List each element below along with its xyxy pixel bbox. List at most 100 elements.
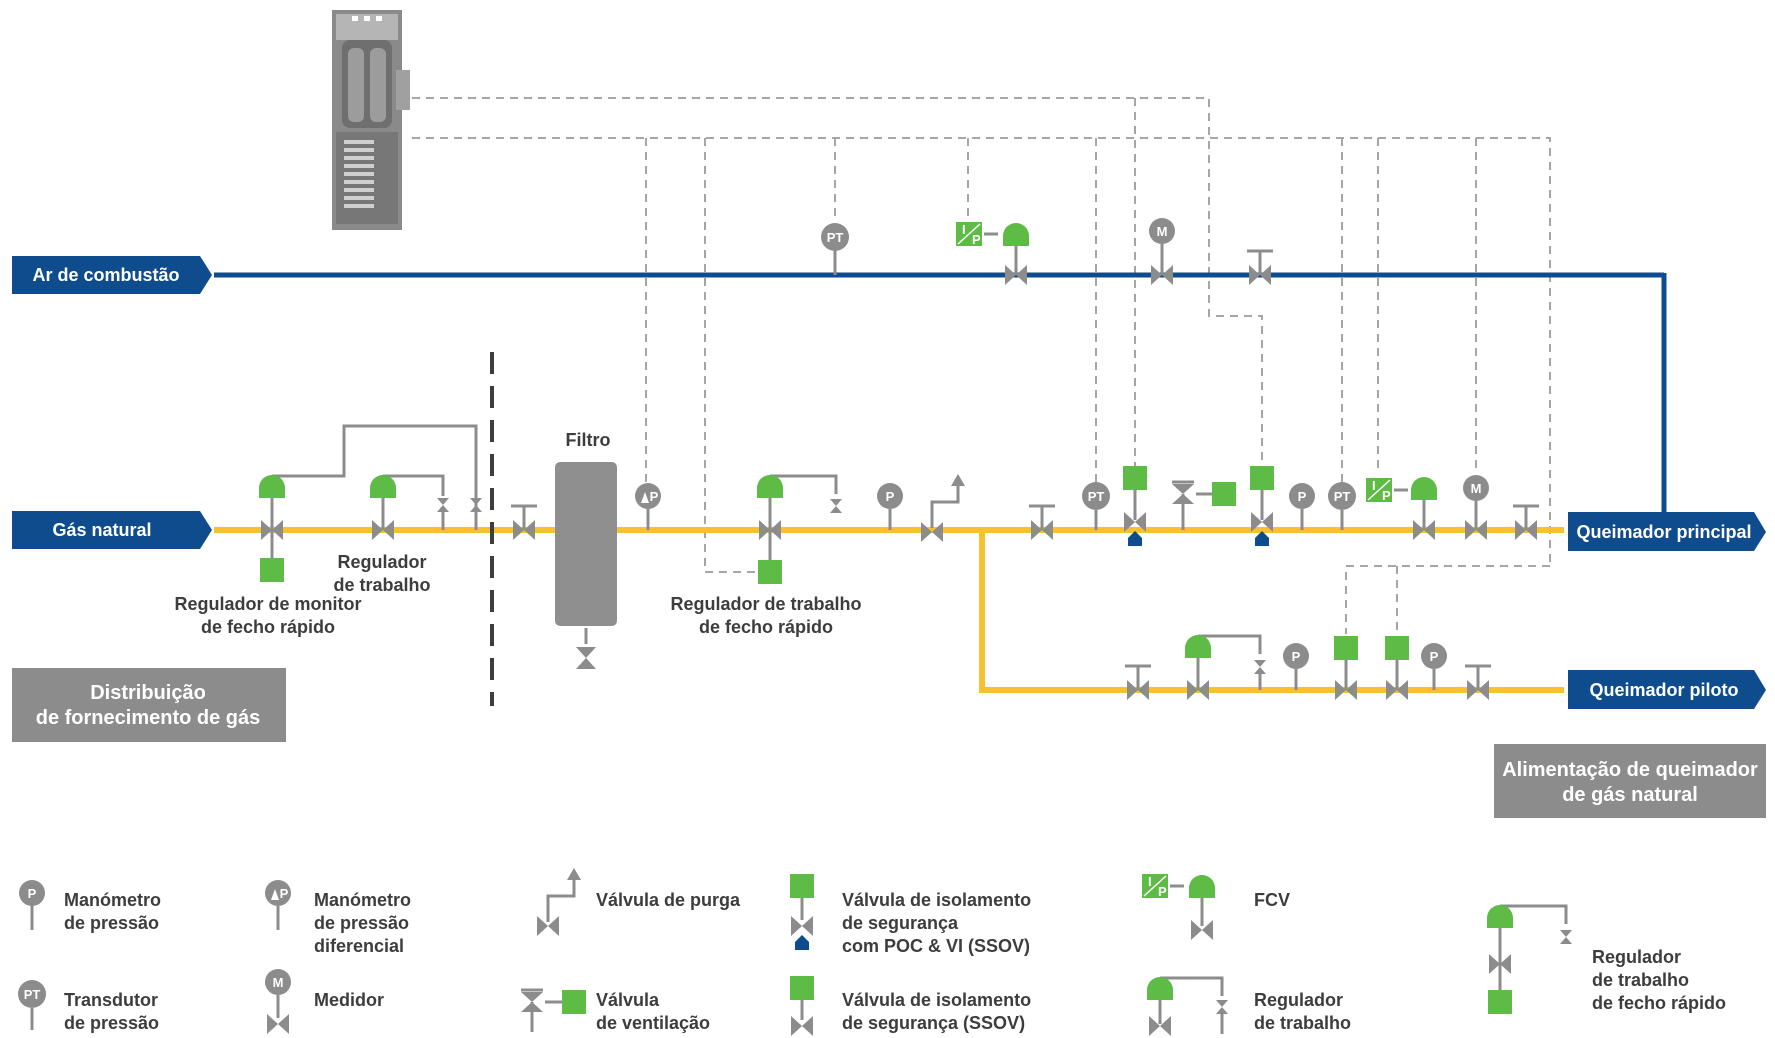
svg-text:P: P [28,886,37,901]
svg-text:Medidor: Medidor [314,990,384,1010]
work-regulator [370,474,482,540]
svg-text:de segurança (SSOV): de segurança (SSOV) [842,1013,1025,1033]
pilot-manual-valve-1 [1125,666,1151,700]
svg-text:FCV: FCV [1254,890,1290,910]
legend-meter: M Medidor [265,969,384,1034]
svg-text:M: M [1471,481,1482,496]
svg-text:PT: PT [24,987,41,1002]
svg-text:de pressão: de pressão [314,913,409,933]
legend-ssov: Válvula de isolamento de segurança (SSOV… [790,976,1031,1036]
svg-text:de pressão: de pressão [64,1013,159,1033]
svg-text:de fornecimento de gás: de fornecimento de gás [36,707,261,729]
svg-text:M: M [273,975,284,990]
main-pressure-transducer-2: PT [1328,482,1356,530]
svg-text:P: P [886,489,895,504]
pilot-burner-tag: Queimador piloto [1568,670,1766,709]
distribution-box: Distribuição de fornecimento de gás [12,668,286,742]
svg-text:PT: PT [1334,489,1351,504]
main-meter: M [1463,475,1489,540]
purge-valve [921,474,965,542]
work-regulator-label: Regulador de trabalho [333,552,430,595]
svg-text:P: P [1298,489,1307,504]
svg-text:M: M [1157,224,1168,239]
svg-text:Gás natural: Gás natural [52,520,151,540]
svg-text:I: I [962,222,966,237]
main-manual-valve [1029,506,1055,540]
svg-text:Alimentação de queimador: Alimentação de queimador [1502,759,1758,781]
svg-text:Válvula: Válvula [596,990,660,1010]
legend-pressure-transducer: PT Transdutor de pressão [18,980,159,1033]
svg-text:Regulador: Regulador [1254,990,1343,1010]
svg-text:de trabalho: de trabalho [333,575,430,595]
svg-text:diferencial: diferencial [314,936,404,956]
pilot-ssov-1 [1334,636,1358,700]
legend-ssov-poc: Válvula de isolamento de segurança com P… [790,874,1031,956]
svg-text:PT: PT [1088,489,1105,504]
main-fcv: I P [1366,477,1437,540]
legend-purge-valve: Válvula de purga [537,868,741,936]
diff-pressure-gauge: P [635,483,661,530]
filter: Filtro [548,430,617,669]
pilot-manual-valve-2 [1465,666,1491,700]
svg-text:Regulador: Regulador [337,552,426,572]
legend-fcv: I P FCV [1142,874,1290,940]
svg-text:de fecho rápido: de fecho rápido [1592,993,1726,1013]
signal-lines [412,97,1551,634]
legend-diff-pressure-gauge: P Manómetro de pressão diferencial [265,880,411,956]
svg-text:Ar de combustão: Ar de combustão [32,265,179,285]
svg-text:de trabalho: de trabalho [1254,1013,1351,1033]
pilot-pressure-gauge-2: P [1421,643,1447,690]
svg-text:P: P [280,886,289,901]
supply-box: Alimentação de queimador de gás natural [1494,744,1766,818]
work-regulator-fast-label: Regulador de trabalho de fecho rápido [670,594,861,637]
work-regulator-fast [757,474,842,584]
svg-text:Queimador piloto: Queimador piloto [1589,680,1738,700]
legend: P Manómetro de pressão P Manómetro de pr… [18,868,1726,1036]
pressure-gauge-1: P [877,483,903,530]
legend-pressure-gauge: P Manómetro de pressão [19,880,161,933]
svg-text:P: P [1292,649,1301,664]
legend-work-regulator-fast: Regulador de trabalho de fecho rápido [1487,904,1726,1014]
svg-text:de ventilação: de ventilação [596,1013,710,1033]
svg-text:de trabalho: de trabalho [1592,970,1689,990]
svg-text:I: I [1148,874,1152,889]
pilot-pressure-gauge-1: P [1283,643,1309,690]
main-outlet-manual-valve [1513,506,1539,540]
monitor-regulator-label: Regulador de monitor de fecho rápido [174,594,361,637]
pilot-ssov-2 [1385,636,1409,700]
air-line [214,272,1667,512]
controller-device [332,10,410,230]
ssov-poc-1 [1123,466,1147,546]
svg-text:Distribuição: Distribuição [90,682,206,704]
svg-text:P: P [1158,884,1167,899]
svg-text:Válvula de purga: Válvula de purga [596,890,741,910]
air-pressure-transducer: PT [821,223,849,275]
air-meter: M [1149,218,1175,285]
svg-text:de fecho rápido: de fecho rápido [699,617,833,637]
svg-text:Manómetro: Manómetro [314,890,411,910]
pressure-gauge-2: P [1289,483,1315,530]
svg-text:PT: PT [827,230,844,245]
monitor-regulator [259,424,478,582]
vent-valve [1172,480,1236,530]
svg-text:Válvula de isolamento: Válvula de isolamento [842,990,1031,1010]
ssov-poc-2 [1250,466,1274,546]
main-pressure-transducer-1: PT [1082,482,1110,530]
svg-text:de gás natural: de gás natural [1562,784,1698,806]
svg-text:de segurança: de segurança [842,913,959,933]
inlet-manual-valve [511,506,537,540]
air-tag: Ar de combustão [12,256,212,294]
svg-text:P: P [1382,488,1391,503]
svg-text:P: P [650,489,659,504]
svg-text:Regulador de trabalho: Regulador de trabalho [670,594,861,614]
gas-tag: Gás natural [12,511,212,549]
legend-vent-valve: Válvula de ventilação [521,988,710,1033]
svg-text:Filtro: Filtro [566,430,611,450]
air-fcv: I P [956,222,1029,285]
air-manual-valve [1247,251,1273,285]
legend-work-regulator: Regulador de trabalho [1147,976,1351,1036]
svg-text:P: P [972,232,981,247]
svg-text:P: P [1430,649,1439,664]
svg-text:de pressão: de pressão [64,913,159,933]
